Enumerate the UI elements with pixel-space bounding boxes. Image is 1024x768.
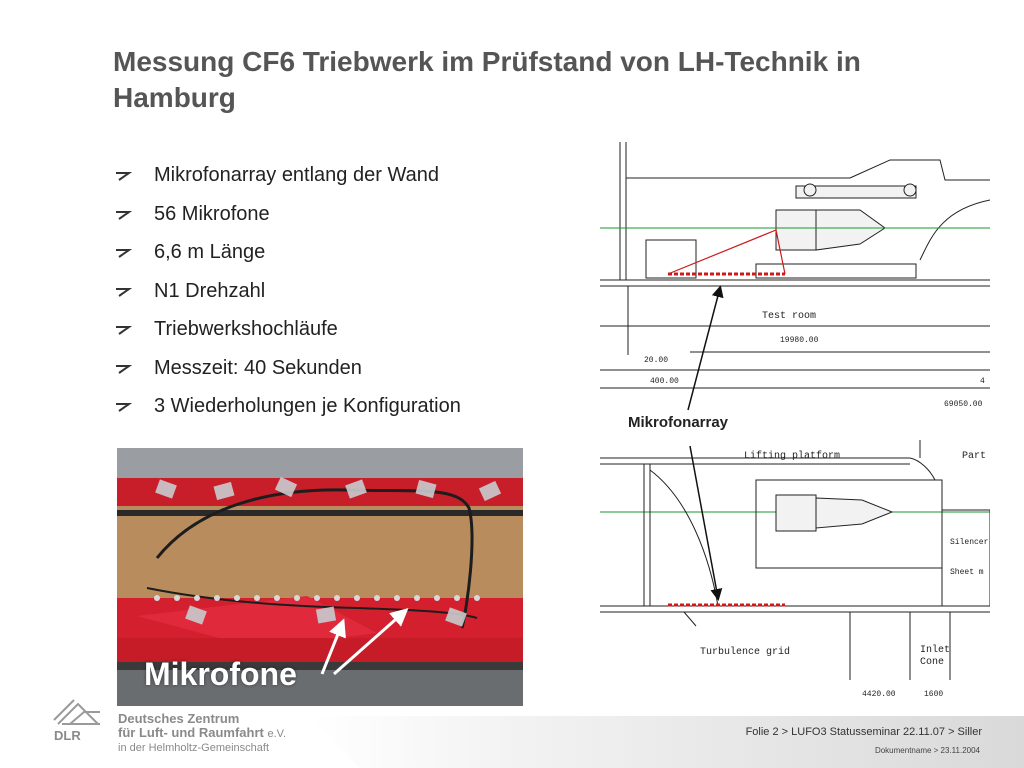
lifting-platform-label: Lifting platform [744,450,840,462]
bullet-item: 3 Wiederholungen je Konfiguration [112,389,582,428]
slide-info: Folie 2 > LUFO3 Statusseminar 22.11.07 >… [745,726,982,738]
bullet-text: Mikrofonarray entlang der Wand [154,164,439,186]
dlr-logo: DLR [53,699,100,743]
dim-69050: 69050.00 [944,400,983,409]
dim-1600: 1600 [924,690,943,699]
cone-label: Cone [920,657,944,668]
org-ev: e.V. [267,728,287,740]
arrow-bullet-icon [116,403,133,412]
arrow-bullet-icon [116,210,133,220]
bullet-item: 6,6 m Länge [112,235,582,274]
bullet-item: N1 Drehzahl [112,274,582,313]
test-cell-drawing: Test room 19980.00 20.00 400.00 69050.00… [600,142,990,699]
test-room-label: Test room [762,311,816,322]
arrow-bullet-icon [116,326,133,335]
bullet-text: Triebwerkshochläufe [154,318,338,340]
org-line-2-text: für Luft- und Raumfahrt [118,725,264,740]
bullet-item: 56 Mikrofone [112,197,582,236]
org-line-1: Deutsches Zentrum [118,711,240,726]
bullet-item: Messzeit: 40 Sekunden [112,351,582,390]
microphone-array-label: Mikrofonarray [628,414,729,431]
bullet-text: 3 Wiederholungen je Konfiguration [154,395,461,417]
arrow-bullet-icon [116,287,133,297]
footer-band [310,716,1024,768]
dim-4420: 4420.00 [862,690,896,699]
bullet-text: Messzeit: 40 Sekunden [154,356,362,379]
bullet-text: N1 Drehzahl [154,279,266,302]
arrow-bullet-icon [116,172,133,181]
org-line-3: in der Helmholtz-Gemeinschaft [118,742,270,754]
arrow-bullet-icon [116,249,133,258]
sheet-label: Sheet m [950,568,984,577]
turbulence-grid-label: Turbulence grid [700,646,790,658]
dim-400: 400.00 [650,377,679,386]
bullet-item: Triebwerkshochläufe [112,312,582,351]
dim-20: 20.00 [644,356,668,365]
slide-title: Messung CF6 Triebwerk im Prüfstand von L… [113,46,861,113]
inlet-label: Inlet [920,644,950,656]
bullet-item: Mikrofonarray entlang der Wand [112,158,582,197]
microphone-array-photo [117,448,523,706]
dim-4: 4 [980,377,985,386]
logo-text: DLR [54,728,81,743]
bullet-text: 56 Mikrofone [154,202,270,225]
part-label: Part [962,451,986,462]
organization-name: Deutsches Zentrum für Luft- und Raumfahr… [118,712,286,755]
document-info: Dokumentname > 23.11.2004 [874,746,980,755]
arrow-bullet-icon [116,364,133,374]
silencer-label: Silencer [950,538,989,547]
org-line-2: für Luft- und Raumfahrt e.V. [118,726,286,741]
bullet-list: Mikrofonarray entlang der Wand 56 Mikrof… [112,158,582,428]
microphones-label: Mikrofone [144,656,297,692]
dim-19980: 19980.00 [780,336,819,345]
bullet-text: 6,6 m Länge [154,241,266,263]
